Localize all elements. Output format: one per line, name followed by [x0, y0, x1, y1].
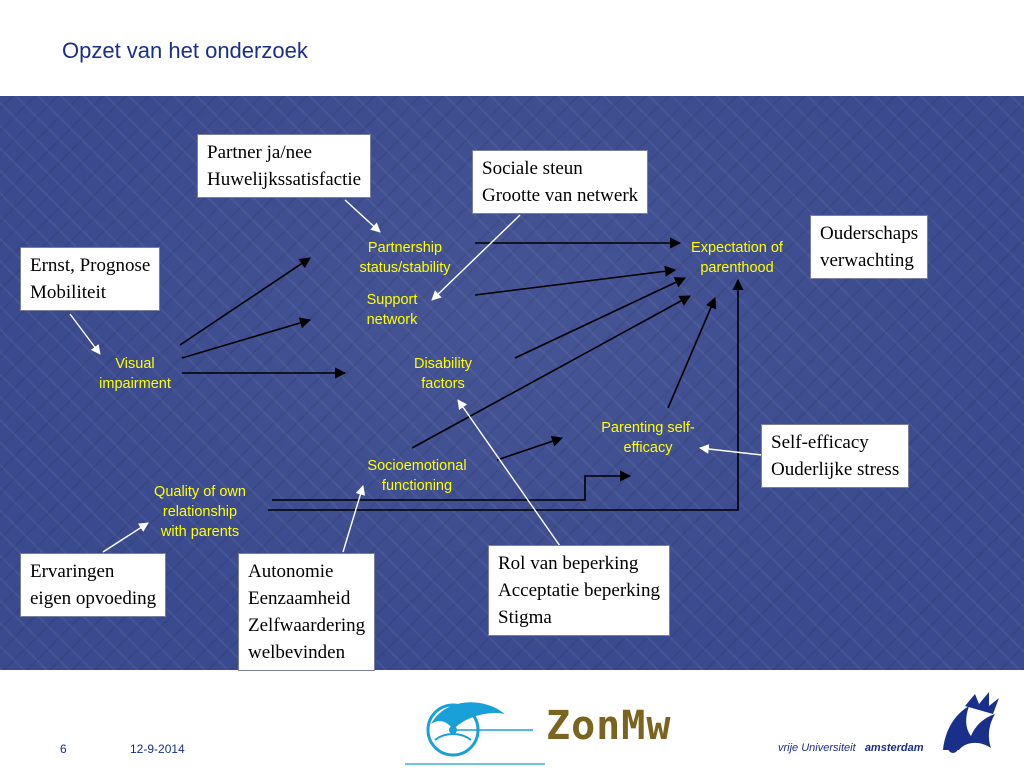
arrow-socio-to-expectation [411, 295, 691, 449]
node-line: network [366, 312, 418, 328]
node-line: efficacy [623, 440, 673, 456]
vu-city: amsterdam [864, 742, 924, 754]
arrow-visual-to-support [181, 317, 312, 359]
box-line: Grootte van netwerk [482, 185, 639, 206]
arrow-partner-to-partnership [344, 199, 381, 233]
box-sociale-steun: Sociale steun Grootte van netwerk [472, 150, 649, 214]
box-autonomie: Autonomie Eenzaamheid Zelfwaardering wel… [238, 553, 376, 671]
arrow-parenting-to-expectation [667, 296, 717, 409]
box-line: Stigma [498, 607, 552, 628]
node-line: relationship [162, 504, 238, 520]
node-line: Disability [413, 356, 472, 372]
box-ervaringen: Ervaringen eigen opvoeding [20, 553, 167, 617]
box-line: Ouderschaps [820, 223, 919, 244]
node-line: parenthood [700, 260, 774, 276]
slide-date: 12-9-2014 [130, 742, 185, 756]
node-line: impairment [99, 376, 171, 392]
box-ouderschaps: Ouderschaps verwachting [810, 215, 929, 279]
box-line: Zelfwaardering [248, 615, 366, 636]
griffin-logo-icon [943, 692, 999, 753]
box-self-efficacy: Self-efficacy Ouderlijke stress [761, 424, 910, 488]
node-line: functioning [381, 478, 453, 494]
vu-prefix: vrije Universiteit [778, 742, 856, 754]
arrow-sociale-to-support [431, 214, 521, 301]
node-line: Support [366, 292, 418, 308]
node-parenting-self-efficacy: Parenting self- efficacy [585, 418, 711, 458]
node-line: Socioemotional [367, 458, 467, 474]
vu-logo-text: vrije Universiteit amsterdam [778, 742, 924, 754]
node-line: Parenting self- [601, 420, 695, 436]
node-line: Partnership [367, 240, 443, 256]
arrow-rol-to-disability [457, 399, 561, 547]
arrow-support-to-expectation [474, 265, 677, 296]
node-socioemotional: Socioemotional functioning [352, 456, 482, 496]
box-partner: Partner ja/nee Huwelijkssatisfactie [197, 134, 372, 198]
arrow-quality-to-parenting [272, 470, 632, 501]
node-partnership: Partnership status/stability [340, 238, 470, 278]
box-line: Huwelijkssatisfactie [207, 169, 362, 190]
arrow-socio-to-parenting [496, 435, 564, 461]
node-quality-relationship: Quality of own relationship with parents [136, 482, 264, 542]
box-line: Eenzaamheid [248, 588, 351, 609]
zonmw-logo-icon [405, 702, 545, 765]
node-visual-impairment: Visual impairment [80, 354, 190, 394]
arrow-quality-to-expectation [268, 278, 744, 511]
node-line: with parents [160, 524, 240, 540]
slide-title: Opzet van het onderzoek [62, 38, 308, 63]
box-line: Autonomie [248, 561, 334, 582]
node-line: factors [421, 376, 465, 392]
box-line: Acceptatie beperking [498, 580, 660, 601]
node-expectation: Expectation of parenthood [672, 238, 802, 278]
arrow-visual-to-partnership [179, 257, 311, 346]
node-line: Expectation of [691, 240, 783, 256]
box-line: Partner ja/nee [207, 142, 312, 163]
node-line: Visual [115, 356, 155, 372]
node-disability-factors: Disability factors [392, 354, 494, 394]
box-line: Ervaringen [30, 561, 115, 582]
box-line: Ouderlijke stress [771, 459, 900, 480]
page-number: 6 [60, 742, 67, 756]
box-line: Sociale steun [482, 158, 583, 179]
box-line: welbevinden [248, 642, 346, 663]
node-line: status/stability [359, 260, 451, 276]
box-line: Mobiliteit [30, 282, 106, 303]
zonmw-logo-text: ZonMw [546, 703, 672, 749]
arrow-ervaringen-to-quality [102, 522, 149, 553]
box-ernst: Ernst, Prognose Mobiliteit [20, 247, 161, 311]
box-line: verwachting [820, 250, 914, 271]
node-support-network: Support network [350, 290, 434, 330]
arrow-ernst-to-visual [69, 313, 101, 355]
arrow-selfeff-to-parenting [699, 444, 763, 456]
box-line: eigen opvoeding [30, 588, 157, 609]
node-line: Quality of own [154, 484, 246, 500]
arrow-autonomie-to-socio [342, 485, 366, 553]
arrow-disability-to-expectation [514, 277, 687, 359]
box-rol-van-beperking: Rol van beperking Acceptatie beperking S… [488, 545, 670, 636]
box-line: Rol van beperking [498, 553, 639, 574]
box-line: Ernst, Prognose [30, 255, 151, 276]
box-line: Self-efficacy [771, 432, 869, 453]
